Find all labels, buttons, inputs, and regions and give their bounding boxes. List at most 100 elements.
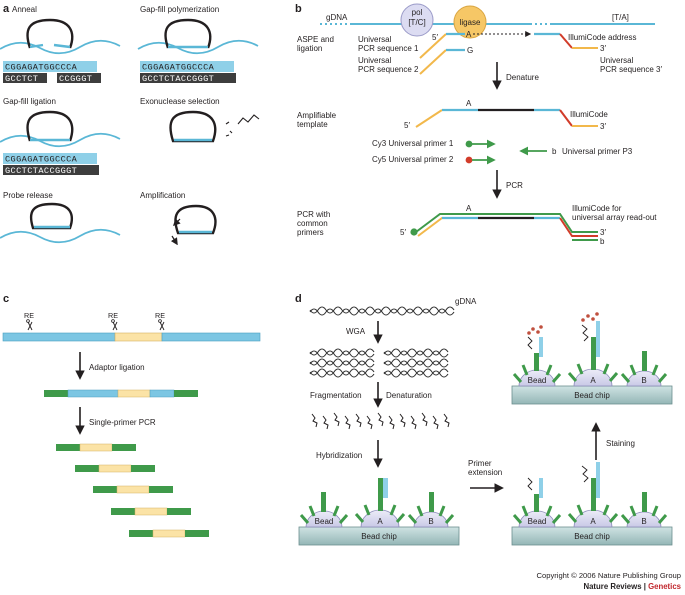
label-primer-2: extension xyxy=(468,468,502,477)
pcr-green-top xyxy=(415,213,598,233)
label-a-right-bottom: A xyxy=(590,517,596,526)
label-re-1: RE xyxy=(24,311,34,320)
label-ta: [T/A] xyxy=(612,13,629,22)
label-bead-left: Bead xyxy=(315,517,334,526)
label-five-prime-3: 5′ xyxy=(400,228,406,237)
pcr-orange-left xyxy=(417,217,478,237)
label-denaturation: Denaturation xyxy=(386,391,432,400)
journal-separator: | xyxy=(642,582,649,591)
anneal-seq-bot-1: GCCTCT xyxy=(5,74,38,84)
c-lig-blue-right xyxy=(149,389,175,398)
label-hybridization: Hybridization xyxy=(316,451,362,460)
wga-products xyxy=(309,348,449,378)
c-amplicon xyxy=(129,529,209,538)
probe-a-stem xyxy=(378,478,383,511)
probe-left-1 xyxy=(321,492,326,512)
gapfill-lig-seq-bot-box xyxy=(3,165,99,175)
label-re-3: RE xyxy=(155,311,165,320)
stain-dots xyxy=(527,312,599,335)
label-fragmentation: Fragmentation xyxy=(310,391,362,400)
label-anneal: Anneal xyxy=(12,5,37,14)
label-upcr1-1: Universal xyxy=(358,35,392,44)
label-illumicode-for-2: universal array read-out xyxy=(572,213,657,222)
c-adaptor-right xyxy=(174,390,198,397)
panel-c-letter: c xyxy=(3,293,9,305)
gapfill-poly-seq-bot: GCCTCTACCGGGT xyxy=(142,74,214,84)
upcr2-orange xyxy=(419,49,447,75)
genetics: Genetics xyxy=(648,582,682,591)
gapfill-poly-seq-bot-box xyxy=(140,73,236,83)
gapfill-poly-seq-top: CGGAGATGGCCCA xyxy=(142,63,215,73)
copyright: Copyright © 2006 Nature Publishing Group xyxy=(537,571,681,580)
label-illumicode: IllumiCode xyxy=(570,110,608,119)
c-lig-fragment xyxy=(117,389,151,398)
label-five-prime-1: 5′ xyxy=(432,33,438,42)
label-cy5: Cy5 Universal primer 2 xyxy=(372,155,454,164)
c-amplicon xyxy=(111,507,191,516)
anneal-seq-top-box xyxy=(3,61,97,72)
label-five-prime-2: 5′ xyxy=(404,121,410,130)
label-pcr: PCR xyxy=(506,181,523,190)
label-pol: pol xyxy=(412,8,423,17)
label-three-prime-2: 3′ xyxy=(600,122,606,131)
label-staining: Staining xyxy=(606,439,635,448)
label-b-letter-2: b xyxy=(600,237,605,246)
gapfill-poly-seq-top-box xyxy=(140,61,234,72)
label-illumicode-addr: IllumiCode address xyxy=(568,33,636,42)
panel-a-letter: a xyxy=(3,3,10,15)
label-gdna-d: gDNA xyxy=(455,297,477,306)
scissors-icon xyxy=(111,319,118,331)
scissors-icon xyxy=(26,319,33,331)
bead-chip-right-top: Bead A B Bead chip xyxy=(511,312,673,405)
label-gapfill-poly: Gap-fill polymerization xyxy=(140,5,219,14)
panel-c: c RE RE RE Adaptor ligation Single-prime… xyxy=(2,293,261,538)
label-chip-left: Bead chip xyxy=(361,532,397,541)
label-amplification: Amplification xyxy=(140,191,185,200)
label-amp-2: template xyxy=(297,120,328,129)
label-exo-sel: Exonuclease selection xyxy=(140,97,220,106)
gdna-helix xyxy=(309,306,455,316)
label-primer-1: Primer xyxy=(468,459,492,468)
label-aspe-1: ASPE and xyxy=(297,35,334,44)
panel-a: a Anneal CGGAGATGGCCCA GCCTCT CCGGGT Gap… xyxy=(0,3,260,246)
cy3-dot xyxy=(465,140,473,148)
label-amp-1: Amplifiable xyxy=(297,111,337,120)
label-cy3: Cy3 Universal primer 1 xyxy=(372,139,454,148)
c-amplicon xyxy=(75,464,155,473)
pol-circle xyxy=(400,3,434,37)
label-base-a-3: A xyxy=(466,204,472,213)
pcr-dot xyxy=(410,228,418,236)
label-a-right-top: A xyxy=(590,376,596,385)
gapfill-lig-seq-top: CGGAGATGGCCCA xyxy=(5,155,78,165)
label-b-right-top: B xyxy=(641,376,646,385)
label-illumicode-for-1: IllumiCode for xyxy=(572,204,622,213)
cy5-dot xyxy=(465,156,473,164)
c-lig-blue-left xyxy=(67,389,119,398)
panel-d-letter: d xyxy=(295,293,302,305)
scissors-icon xyxy=(158,319,165,331)
label-gapfill-lig: Gap-fill ligation xyxy=(3,97,56,106)
upcr1-orange xyxy=(419,33,447,59)
bead-chip-left: Bead A B Bead chip xyxy=(298,478,460,546)
label-ligase: ligase xyxy=(460,18,481,27)
label-b-right-bottom: B xyxy=(641,517,646,526)
label-bead-right-top: Bead xyxy=(528,376,547,385)
pcr-red xyxy=(559,217,598,237)
label-re-2: RE xyxy=(108,311,118,320)
c-amplicon xyxy=(93,485,173,494)
label-single-pcr: Single-primer PCR xyxy=(89,418,156,427)
ligase-circle xyxy=(453,5,487,39)
label-chip-right-bottom: Bead chip xyxy=(574,532,610,541)
label-base-a-2: A xyxy=(466,99,472,108)
c-amplicon xyxy=(56,443,136,452)
probe-b-1 xyxy=(429,492,434,512)
label-b-letter: b xyxy=(552,147,557,156)
nature-reviews: Nature Reviews xyxy=(583,582,642,591)
label-primer-p3: Universal primer P3 xyxy=(562,147,633,156)
bead-chip-right-bottom: Bead A B Bead chip xyxy=(511,462,673,546)
exo-probe xyxy=(169,110,260,143)
anneal-seq-top: CGGAGATGGCCCA xyxy=(5,63,78,73)
gapfill-poly-probe xyxy=(137,18,259,55)
label-upcr2-1: Universal xyxy=(358,56,392,65)
